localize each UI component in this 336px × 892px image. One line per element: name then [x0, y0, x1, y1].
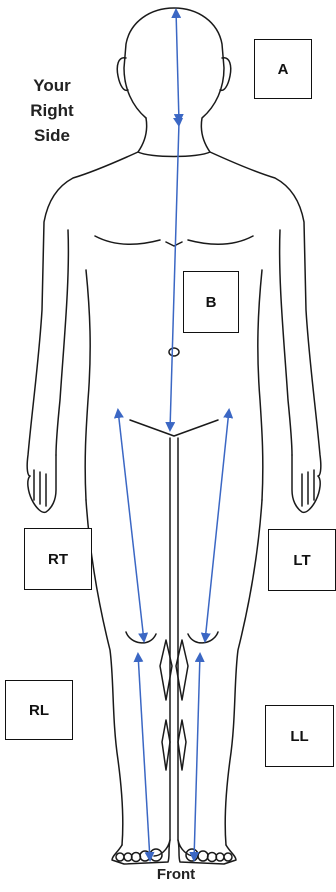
measurement-box-ll: LL: [265, 705, 334, 767]
arrow-left-thigh: [205, 410, 229, 641]
right-waist-outline: [85, 270, 90, 500]
left-arm-inner-outline: [280, 230, 292, 455]
right-kneecap: [126, 632, 156, 643]
right-hand-outline: [28, 455, 56, 512]
left-waist-outline: [258, 270, 263, 500]
right-hand-fingers: [34, 470, 46, 506]
measurement-box-rl: RL: [5, 680, 73, 740]
crotch-outline: [130, 420, 218, 436]
left-shin-diamond: [178, 720, 186, 770]
left-kneecap: [188, 632, 218, 643]
measurement-box-b: B: [183, 271, 239, 333]
right-toe: [140, 851, 150, 861]
left-hand-outline: [292, 455, 320, 512]
chest-outline: [95, 236, 253, 246]
side-label-line2: Right: [14, 98, 90, 123]
right-toe: [132, 853, 141, 862]
arrow-head-length: [176, 10, 179, 122]
side-label-line3: Side: [14, 123, 90, 148]
arrow-torso-length: [170, 122, 179, 430]
collar-outline: [138, 152, 210, 157]
right-shin-diamond: [162, 720, 170, 770]
arrow-left-lower-leg: [194, 654, 200, 860]
right-arm-inner-outline: [56, 230, 68, 455]
right-toe: [116, 853, 124, 861]
your-right-side-label: Your Right Side: [14, 73, 90, 148]
arrow-right-thigh: [118, 410, 144, 641]
side-label-line1: Your: [14, 73, 90, 98]
navel: [169, 348, 179, 356]
measurement-arrows: [118, 10, 229, 860]
left-toe: [198, 851, 208, 861]
measurement-box-lt: LT: [268, 529, 336, 591]
front-label: Front: [146, 866, 206, 883]
left-toe: [208, 853, 217, 862]
arrow-right-lower-leg: [138, 654, 150, 860]
left-toe: [224, 853, 232, 861]
measurement-box-a: A: [254, 39, 312, 99]
left-leg-outer: [225, 500, 262, 845]
left-hand-fingers: [302, 470, 314, 506]
measurement-box-rt: RT: [24, 528, 92, 590]
neck-marker: [173, 118, 183, 127]
